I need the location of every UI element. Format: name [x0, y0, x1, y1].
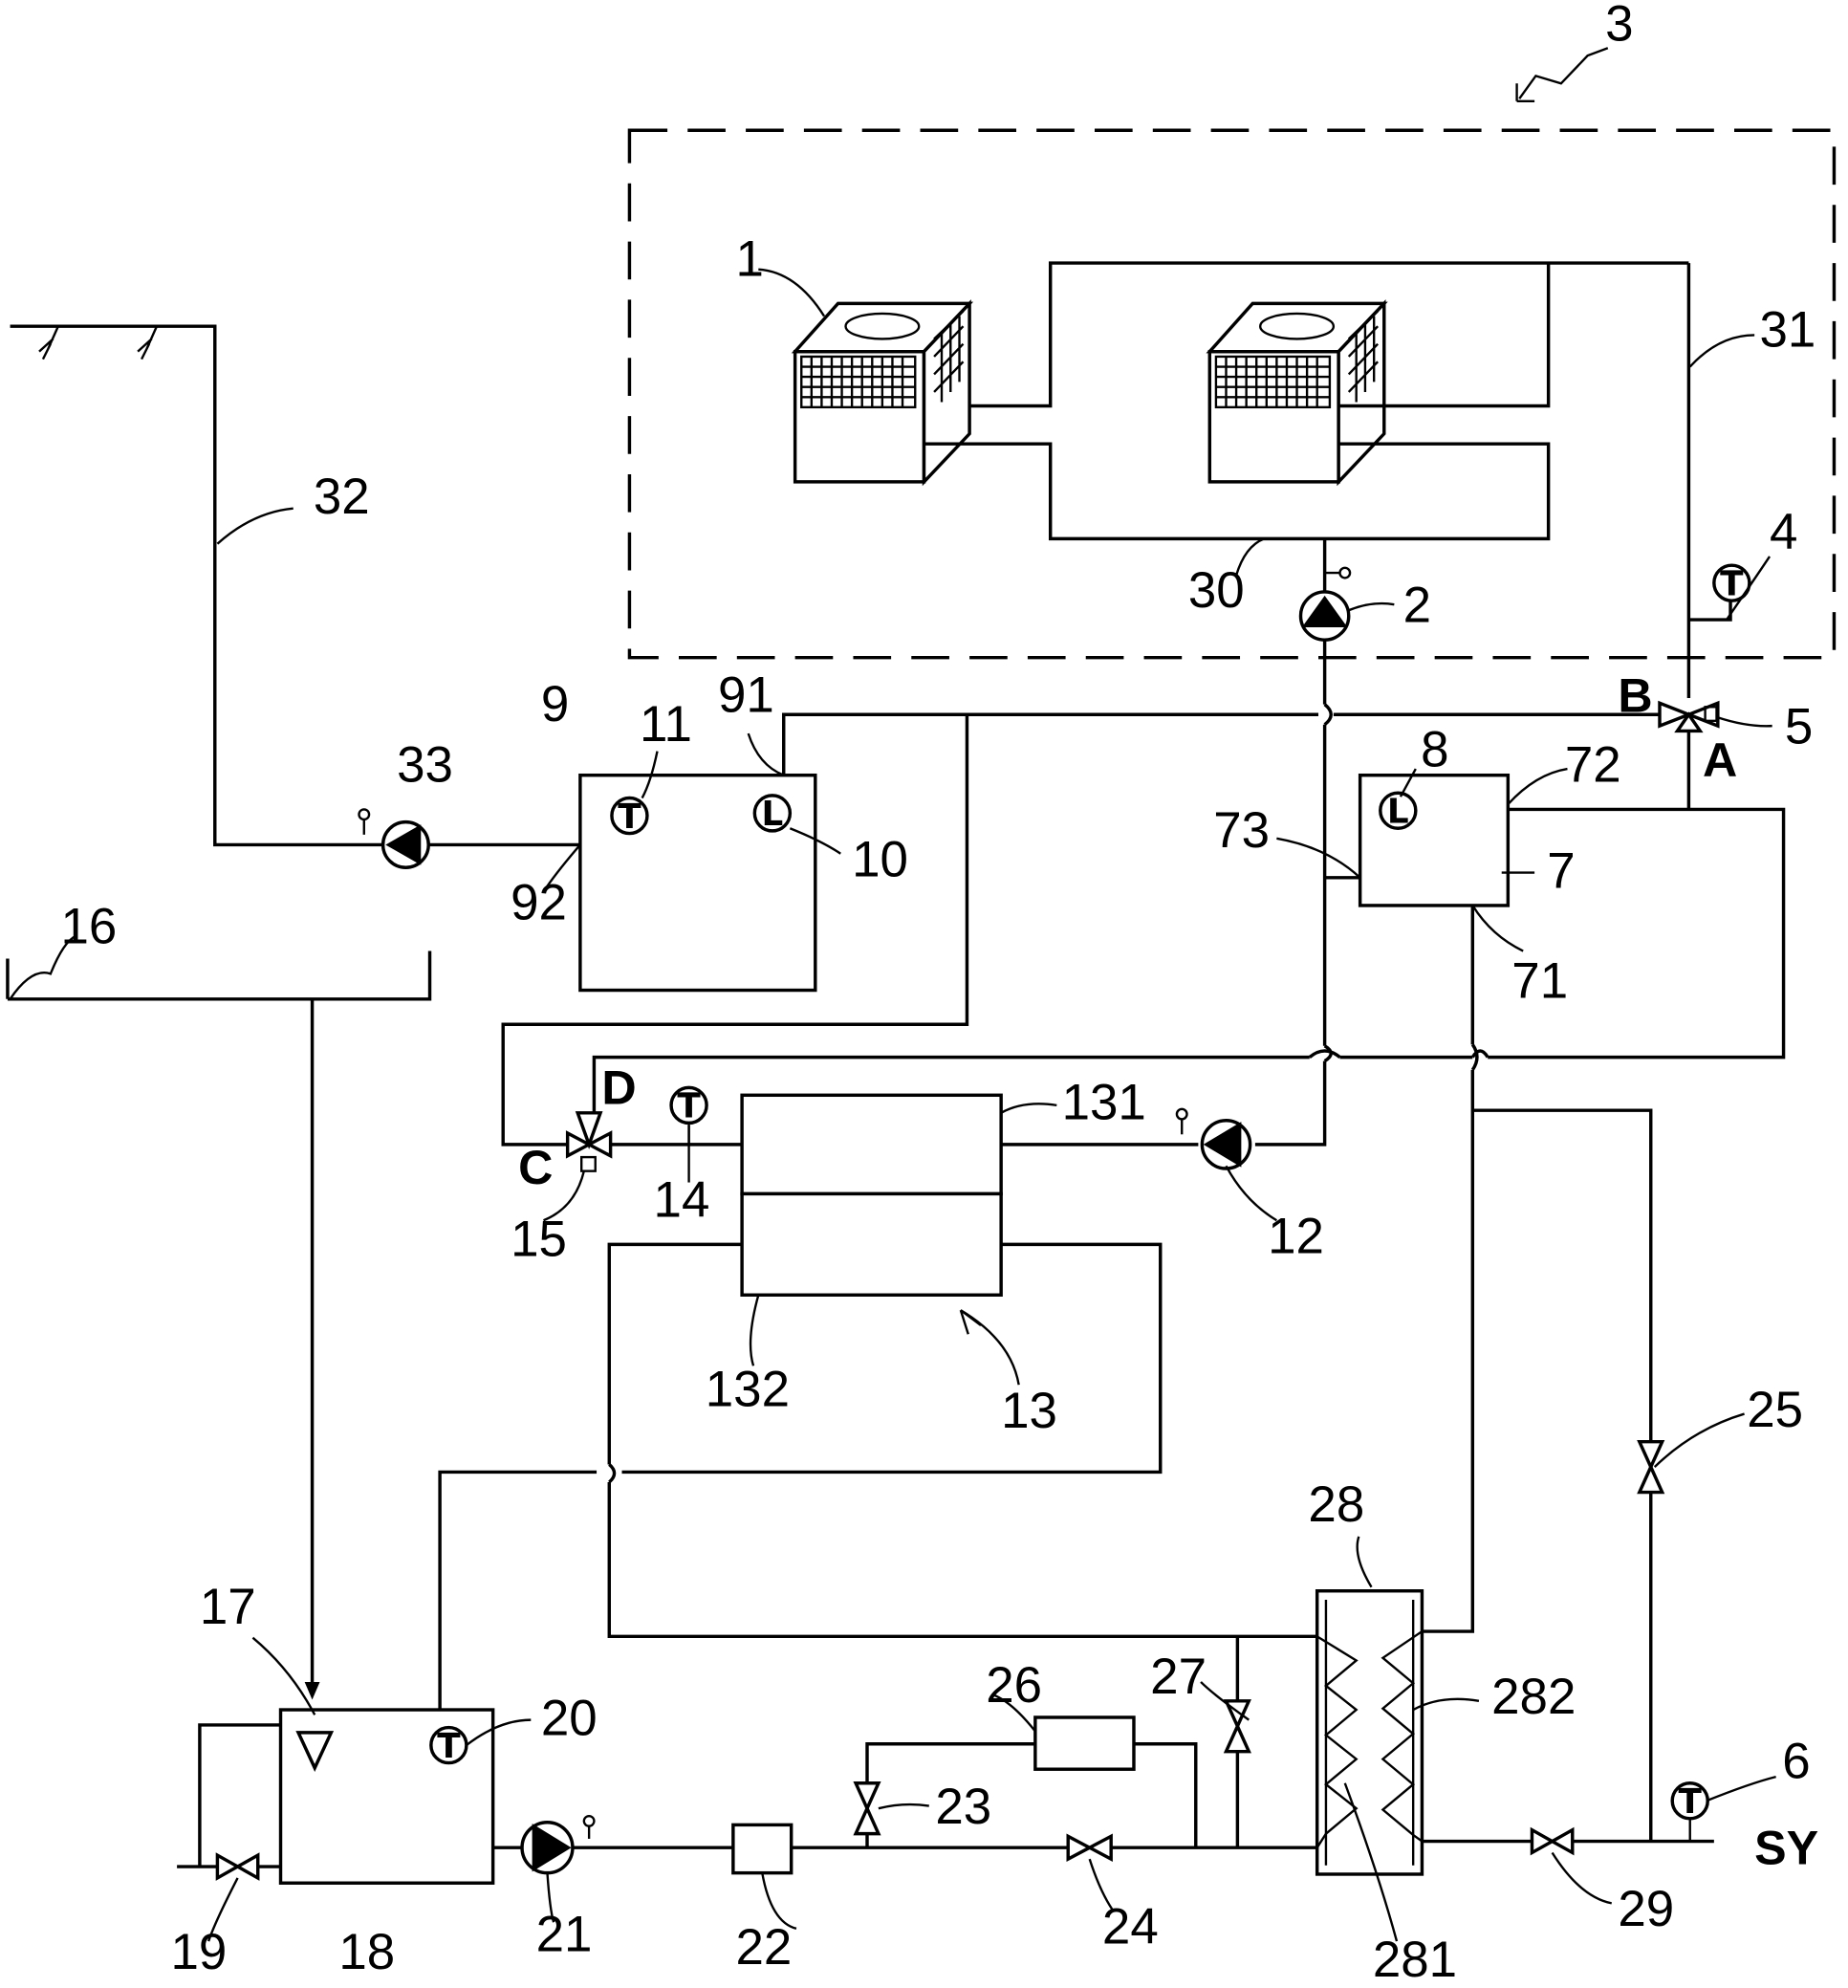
valve-29: [1530, 1826, 1575, 1856]
temp-sensor-11: T: [610, 796, 649, 837]
filter-22: [731, 1823, 794, 1875]
leader-lines: [9, 47, 1776, 1942]
label-24: 24: [1102, 1899, 1159, 1955]
label-33: 33: [397, 736, 453, 793]
label-2: 2: [1403, 578, 1431, 634]
air-cooled-unit-1: [791, 299, 974, 487]
label-26: 26: [986, 1657, 1042, 1714]
label-A: A: [1703, 733, 1737, 787]
three-way-valve-15: [565, 1111, 613, 1172]
label-7: 7: [1547, 842, 1575, 899]
svg-text:L: L: [1387, 793, 1409, 832]
label-8: 8: [1421, 721, 1448, 777]
label-29: 29: [1618, 1881, 1674, 1937]
label-9: 9: [541, 676, 569, 732]
label-4: 4: [1770, 504, 1797, 560]
label-23: 23: [935, 1779, 991, 1835]
temp-sensor-14: T: [669, 1085, 708, 1145]
label-22: 22: [735, 1919, 792, 1976]
label-D: D: [601, 1061, 636, 1115]
svg-text:L: L: [761, 795, 783, 834]
coil-282: [1381, 1630, 1424, 1843]
valve-25: [1637, 1439, 1665, 1495]
air-cooled-unit-2: [1206, 299, 1388, 487]
label-25: 25: [1747, 1382, 1803, 1438]
line-71: [1422, 905, 1653, 1842]
label-281: 281: [1373, 1932, 1457, 1988]
label-1: 1: [735, 230, 763, 287]
label-27: 27: [1150, 1649, 1207, 1705]
label-3: 3: [1605, 0, 1633, 52]
pump-33: [358, 808, 430, 869]
label-19: 19: [170, 1924, 227, 1980]
pump-2: [1298, 566, 1352, 642]
label-17: 17: [200, 1579, 256, 1635]
svg-text:T: T: [677, 1087, 701, 1126]
temp-sensor-4: T: [1712, 563, 1751, 604]
label-SY: SY: [1754, 1821, 1818, 1874]
label-20: 20: [541, 1690, 598, 1746]
device-26: [1033, 1715, 1136, 1771]
label-13: 13: [1001, 1383, 1057, 1439]
pump-21: [520, 1814, 596, 1875]
label-B: B: [1618, 669, 1652, 723]
inlet-17: [295, 1731, 335, 1772]
loop-132: [438, 1242, 1317, 1711]
label-5: 5: [1785, 699, 1813, 755]
svg-text:T: T: [618, 797, 641, 837]
label-11: 11: [640, 696, 692, 753]
label-16: 16: [60, 899, 117, 955]
supply-header-31: [969, 261, 1689, 408]
line-32: [10, 324, 580, 847]
valve-23: [853, 1781, 881, 1836]
label-12: 12: [1268, 1209, 1324, 1265]
label-21: 21: [536, 1907, 593, 1963]
valve-27: [1223, 1699, 1251, 1754]
label-15: 15: [511, 1211, 567, 1267]
label-28: 28: [1308, 1476, 1364, 1533]
valve-19: [215, 1852, 260, 1881]
level-sensor-10: L: [752, 794, 793, 834]
three-way-valve-5: [1658, 700, 1720, 733]
temp-sensor-20: T: [429, 1725, 468, 1766]
hx-131: [740, 1093, 1003, 1196]
pump-12: [1175, 1107, 1252, 1170]
label-91: 91: [718, 667, 774, 724]
label-6: 6: [1782, 1733, 1810, 1789]
svg-text:T: T: [437, 1727, 461, 1766]
label-92: 92: [511, 874, 567, 930]
svg-text:T: T: [1679, 1782, 1703, 1822]
hx-132: [740, 1191, 1003, 1297]
valve-24: [1066, 1833, 1113, 1862]
pump2-line: [1254, 640, 1327, 1147]
line-A: [592, 731, 1786, 1113]
label-31: 31: [1759, 301, 1815, 358]
label-73: 73: [1213, 802, 1270, 859]
label-10: 10: [852, 831, 908, 887]
line-91-to-C: [501, 714, 969, 1147]
label-282: 282: [1491, 1669, 1576, 1725]
heat-exchanger-28: [1315, 1589, 1424, 1876]
svg-text:T: T: [1720, 565, 1744, 604]
outdoor-unit-enclosure: [627, 128, 1837, 660]
tank-7: [1358, 773, 1511, 907]
temp-sensor-6: T: [1670, 1781, 1709, 1842]
coil-281: [1315, 1635, 1359, 1848]
label-30: 30: [1188, 562, 1245, 619]
sprinklers: [38, 325, 159, 360]
label-18: 18: [338, 1924, 395, 1980]
level-sensor-8: L: [1379, 791, 1418, 832]
label-32: 32: [314, 469, 370, 525]
line-B: [782, 712, 1671, 776]
return-header-30: [924, 442, 1551, 541]
label-72: 72: [1565, 736, 1621, 793]
label-C: C: [518, 1141, 553, 1194]
labels: 3 1 2 30 31 32 4 5 6 7 71 72 73 8 9 91 9…: [60, 0, 1818, 1988]
label-132: 132: [706, 1362, 790, 1418]
label-131: 131: [1062, 1074, 1146, 1130]
label-71: 71: [1511, 952, 1568, 1009]
label-14: 14: [654, 1171, 710, 1228]
